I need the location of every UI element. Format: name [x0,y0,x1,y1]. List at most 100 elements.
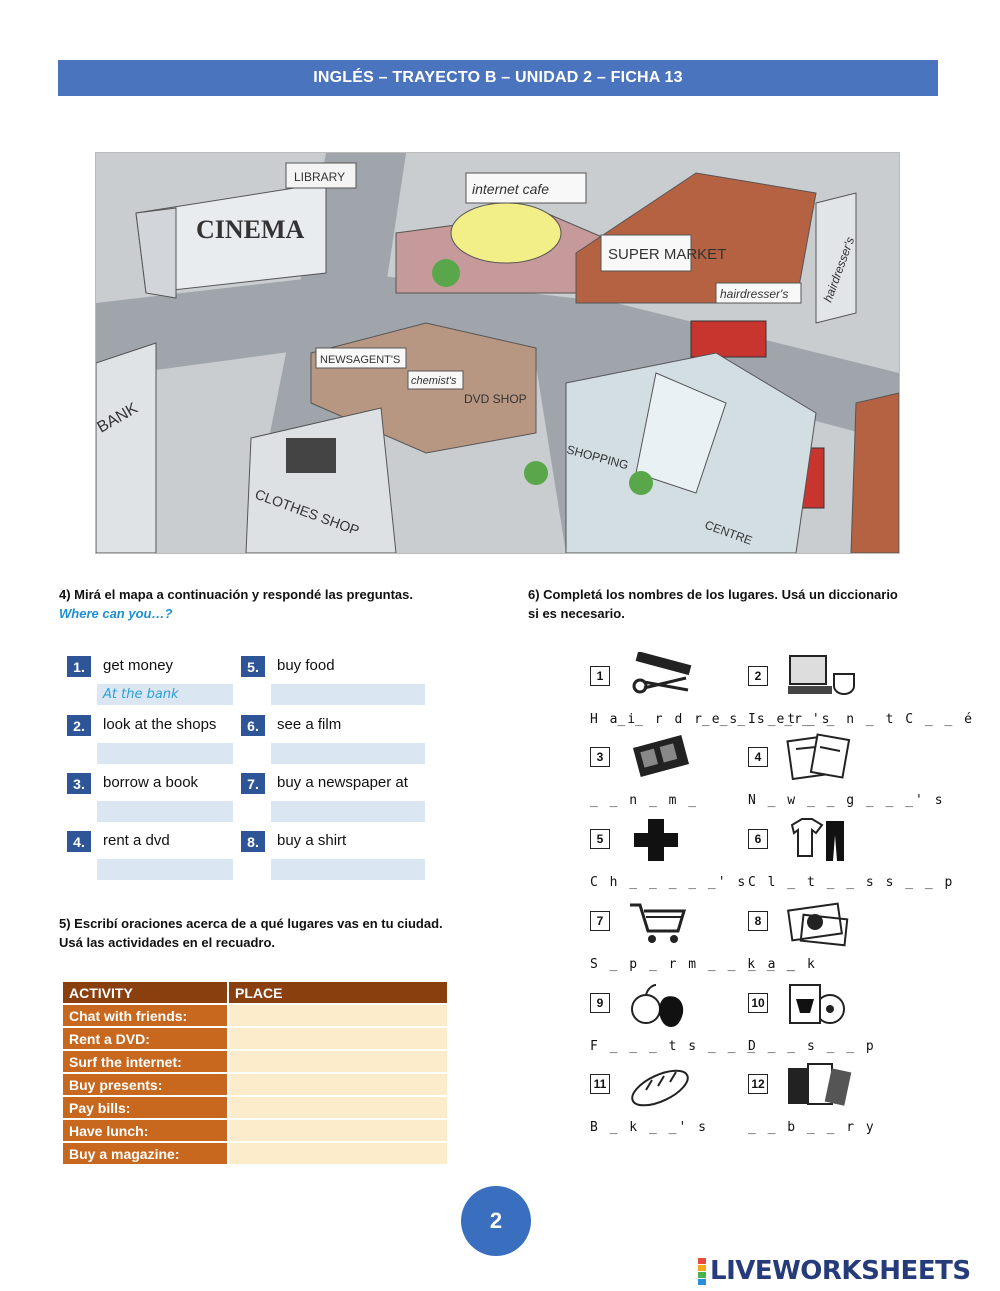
logo-text: LIVEWORKSHEETS [710,1256,971,1286]
activity-place-table: ACTIVITY PLACE Chat with friends: Rent a… [61,980,449,1166]
table-row: Pay bills: [63,1097,447,1118]
q4-answer-8[interactable] [271,859,425,880]
q4-answer-1-text: At the bank [103,687,179,702]
logo-blocks-icon [698,1257,706,1285]
col-activity: ACTIVITY [63,982,227,1003]
place-word-blank[interactable]: _ a _ k [748,957,817,972]
q4-answer-1[interactable]: At the bank [97,684,233,705]
place-input[interactable] [229,1028,447,1049]
place-picture-number: 8 [748,911,768,931]
q4-answer-5[interactable] [271,684,425,705]
liveworksheets-logo: LIVEWORKSHEETS [698,1256,971,1286]
table-header-row: ACTIVITY PLACE [63,982,447,1003]
activity-cell: Have lunch: [63,1120,227,1141]
place-picture-item: 6 C l _ t _ _ s s _ _ p [748,815,952,895]
q4-answer-3[interactable] [97,801,233,822]
place-picture-number: 11 [590,1074,610,1094]
q6-title-line-1: 6) Completá los nombres de los lugares. … [528,587,898,602]
q4-title: 4) Mirá el mapa a continuación y respond… [59,585,413,623]
q4-item-1: get money [103,657,174,674]
place-picture-number: 1 [590,666,610,686]
table-row: Surf the internet: [63,1051,447,1072]
q4-answer-2[interactable] [97,743,233,764]
town-map-illustration: CINEMA LIBRARY internet cafe SUPER MARKE… [96,153,899,553]
q4-num-2: 2. [67,715,91,736]
place-picture-number: 6 [748,829,768,849]
place-picture-item: 4 N _ w _ _ g _ _ _' s [748,733,943,813]
q5-title-line-2: Usá las actividades en el recuadro. [59,935,276,950]
town-map: CINEMA LIBRARY internet cafe SUPER MARKE… [95,152,900,554]
q4-item-4: rent a dvd [103,832,170,849]
q4-answer-6[interactable] [271,743,425,764]
q4-num-4: 4. [67,831,91,852]
bread-icon [626,1060,698,1115]
fruit-icon [626,979,698,1034]
activity-cell: Buy a magazine: [63,1143,227,1164]
page-number: 2 [461,1186,531,1256]
map-label-supermarket: SUPER MARKET [608,246,726,263]
q4-num-7: 7. [241,773,265,794]
place-picture-number: 4 [748,747,768,767]
place-picture-number: 2 [748,666,768,686]
place-picture-number: 9 [590,993,610,1013]
place-word-blank[interactable]: I _ t _ _ n _ t C _ _ é [748,712,975,727]
map-label-hairdressers-1: hairdresser's [720,287,788,301]
activity-cell: Rent a DVD: [63,1028,227,1049]
map-label-chemists: chemist's [411,375,457,387]
place-picture-number: 10 [748,993,768,1013]
place-word-blank[interactable]: D _ _ s _ _ p [748,1039,876,1054]
place-word-blank[interactable]: S _ p _ r m _ _ k _ _ [590,957,797,972]
table-row: Buy a magazine: [63,1143,447,1164]
place-picture-number: 3 [590,747,610,767]
place-picture-item: 7 S _ p _ r m _ _ k _ _ [590,897,794,977]
q4-num-1: 1. [67,656,91,677]
place-input[interactable] [229,1097,447,1118]
activity-cell: Buy presents: [63,1074,227,1095]
place-word-blank[interactable]: H a̲i̲ r d r̲e̲s̲ s e̲r̲'s [590,712,832,727]
q4-answer-7[interactable] [271,801,425,822]
table-row: Rent a DVD: [63,1028,447,1049]
place-word-blank[interactable]: N _ w _ _ g _ _ _' s [748,793,945,808]
map-label-dvd-shop: DVD SHOP [464,392,527,406]
place-word-blank[interactable]: C h _ _ _ _ _' s [590,875,748,890]
dvd-icon [784,979,856,1034]
header-title: INGLÉS – TRAYECTO B – UNIDAD 2 – FICHA 1… [313,69,683,86]
map-label-cinema: CINEMA [196,215,305,244]
shopping-cart-icon [626,897,698,952]
q5-title: 5) Escribí oraciones acerca de a qué lug… [59,914,443,952]
books-icon [784,1060,856,1115]
place-word-blank[interactable]: C l _ t _ _ s s _ _ p [748,875,955,890]
place-picture-item: 3 _ _ n _ m _ [590,733,740,813]
table-row: Buy presents: [63,1074,447,1095]
place-input[interactable] [229,1005,447,1026]
place-word-blank[interactable]: F _ _ _ t s _ _ _ [590,1039,758,1054]
place-picture-item: 12_ _ b _ _ r y [748,1060,898,1140]
q6-title-line-2: si es necesario. [528,606,625,621]
q4-title-text: 4) Mirá el mapa a continuación y respond… [59,587,413,602]
q4-item-6: see a film [277,716,342,733]
computer-cup-icon [784,652,856,707]
place-picture-item: 8 _ a _ k [748,897,898,977]
place-input[interactable] [229,1074,447,1095]
place-word-blank[interactable]: _ _ n _ m _ [590,793,699,808]
q4-answer-4[interactable] [97,859,233,880]
q4-num-8: 8. [241,831,265,852]
page-header: INGLÉS – TRAYECTO B – UNIDAD 2 – FICHA 1… [58,60,938,96]
q6-title: 6) Completá los nombres de los lugares. … [528,585,898,623]
q5-title-line-1: 5) Escribí oraciones acerca de a qué lug… [59,916,443,931]
film-strip-icon [626,733,698,788]
place-word-blank[interactable]: _ _ b _ _ r y [748,1120,876,1135]
map-label-library: LIBRARY [294,170,345,184]
table-row: Have lunch: [63,1120,447,1141]
place-picture-item: 9 F _ _ _ t s _ _ _ [590,979,755,1059]
place-input[interactable] [229,1051,447,1072]
place-picture-number: 5 [590,829,610,849]
place-input[interactable] [229,1143,447,1164]
activity-cell: Chat with friends: [63,1005,227,1026]
table-row: Chat with friends: [63,1005,447,1026]
place-input[interactable] [229,1120,447,1141]
place-picture-number: 7 [590,911,610,931]
q4-item-8: buy a shirt [277,832,347,849]
place-word-blank[interactable]: B _ k _ _' s [590,1120,708,1135]
map-label-internet-cafe: internet cafe [472,181,549,197]
